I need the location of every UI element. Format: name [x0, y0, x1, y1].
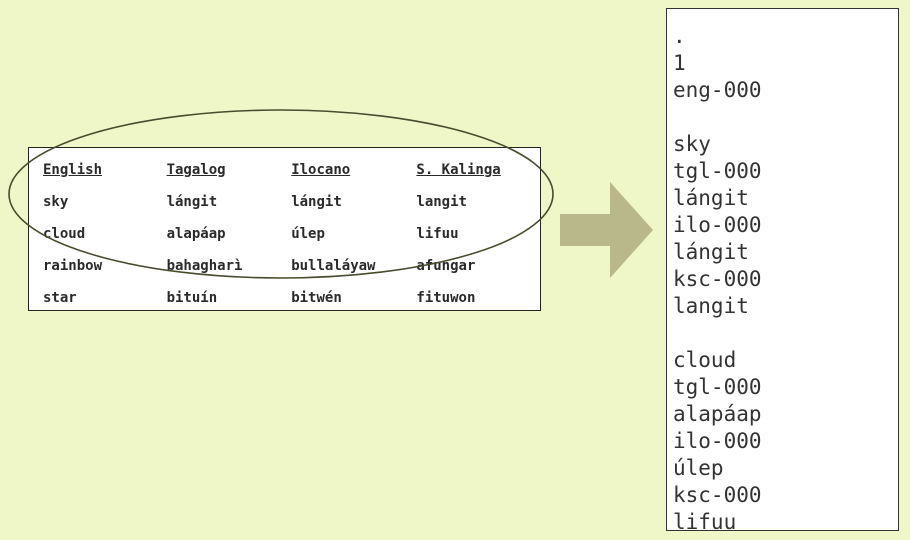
- table-cell: lifuu: [416, 226, 459, 242]
- output-line: ilo-000: [673, 213, 762, 237]
- header-english: English: [43, 162, 103, 178]
- table-cell: sky: [43, 194, 69, 210]
- output-line: 1: [673, 51, 686, 75]
- table-cell: bituín: [166, 290, 218, 306]
- output-line: tgl-000: [673, 159, 762, 183]
- output-line: úlep: [673, 456, 724, 480]
- table-cell: langit: [416, 194, 467, 210]
- table-cell: afungar: [416, 258, 476, 274]
- header-ilocano: Ilocano: [291, 162, 351, 178]
- table-row: sky lángit lángit langit: [43, 186, 540, 218]
- table-row: rainbow bahagharì bullaláyaw afungar: [43, 250, 540, 282]
- output-line: lángit: [673, 186, 749, 210]
- table-row: star bituín bitwén fituwon: [43, 282, 540, 314]
- header-kalinga: S. Kalinga: [416, 162, 501, 178]
- output-line: langit: [673, 294, 749, 318]
- table-cell: lángit: [166, 194, 218, 210]
- output-line: sky: [673, 132, 711, 156]
- scanned-wordlist-image: English Tagalog Ilocano S. Kalinga sky l…: [28, 147, 541, 311]
- table-cell: lángit: [291, 194, 342, 210]
- table-row: cloud alapáap úlep lifuu: [43, 218, 540, 250]
- output-line: ksc-000: [673, 483, 762, 507]
- table-cell: bitwén: [291, 290, 342, 306]
- table-cell: rainbow: [43, 258, 103, 274]
- right-arrow-icon: [560, 182, 653, 278]
- output-line: cloud: [673, 348, 737, 372]
- table-cell: bahagharì: [166, 258, 243, 274]
- output-line: tgl-000: [673, 375, 762, 399]
- table-cell: fituwon: [416, 290, 476, 306]
- output-line: lifuu: [673, 510, 737, 531]
- output-line: alapáap: [673, 402, 762, 426]
- table-cell: star: [43, 290, 77, 306]
- header-row: English Tagalog Ilocano S. Kalinga: [43, 154, 540, 186]
- output-line: [673, 104, 898, 131]
- table-cell: úlep: [291, 226, 325, 242]
- output-line: .: [673, 24, 686, 48]
- output-text-panel: . 1 eng-000 sky tgl-000 lángit ilo-000 lángit ks…: [666, 8, 899, 531]
- output-line: eng-000: [673, 78, 762, 102]
- output-line: ilo-000: [673, 429, 762, 453]
- output-line: [673, 320, 898, 347]
- table-cell: cloud: [43, 226, 86, 242]
- table-cell: bullaláyaw: [291, 258, 376, 274]
- header-tagalog: Tagalog: [166, 162, 226, 178]
- output-line: ksc-000: [673, 267, 762, 291]
- wordlist-table: English Tagalog Ilocano S. Kalinga sky l…: [43, 154, 540, 314]
- table-cell: alapáap: [166, 226, 226, 242]
- output-line: lángit: [673, 240, 749, 264]
